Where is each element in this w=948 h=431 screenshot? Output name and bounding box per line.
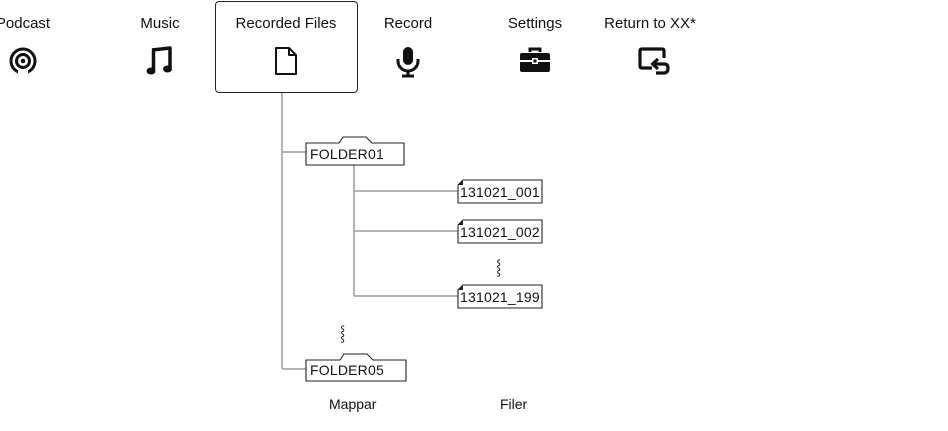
menu-item-return-label[interactable]: Return to XX* bbox=[604, 15, 696, 32]
file-icon[interactable] bbox=[274, 46, 298, 76]
microphone-icon[interactable] bbox=[395, 46, 421, 78]
menu-item-recorded-files-label[interactable]: Recorded Files bbox=[235, 15, 337, 32]
tree-connectors bbox=[281, 93, 458, 370]
file-label-002: 131021_002 bbox=[460, 224, 540, 240]
folder-icon-folder05 bbox=[305, 353, 407, 382]
file-label-001: 131021_001 bbox=[460, 184, 540, 200]
menu-item-record-label[interactable]: Record bbox=[383, 15, 433, 32]
folder-label-05: FOLDER05 bbox=[310, 362, 384, 378]
toolbox-icon[interactable] bbox=[519, 46, 551, 74]
menu-item-podcast-label[interactable]: Podcast bbox=[0, 15, 51, 32]
files-ellipsis-squiggle: ⸾ bbox=[496, 258, 502, 276]
file-label-199: 131021_199 bbox=[460, 289, 540, 305]
menu-item-settings-label[interactable]: Settings bbox=[507, 15, 563, 32]
folder-label-01: FOLDER01 bbox=[310, 146, 384, 162]
music-note-icon[interactable] bbox=[146, 46, 174, 76]
return-icon[interactable] bbox=[638, 46, 670, 76]
folder-icon-folder01 bbox=[305, 136, 405, 166]
menu-item-music-label[interactable]: Music bbox=[140, 15, 180, 32]
caption-folders: Mappar bbox=[329, 396, 377, 412]
podcast-icon[interactable] bbox=[8, 46, 38, 76]
folders-ellipsis-squiggle: ⸾ bbox=[340, 324, 346, 342]
caption-files: Filer bbox=[500, 396, 528, 412]
